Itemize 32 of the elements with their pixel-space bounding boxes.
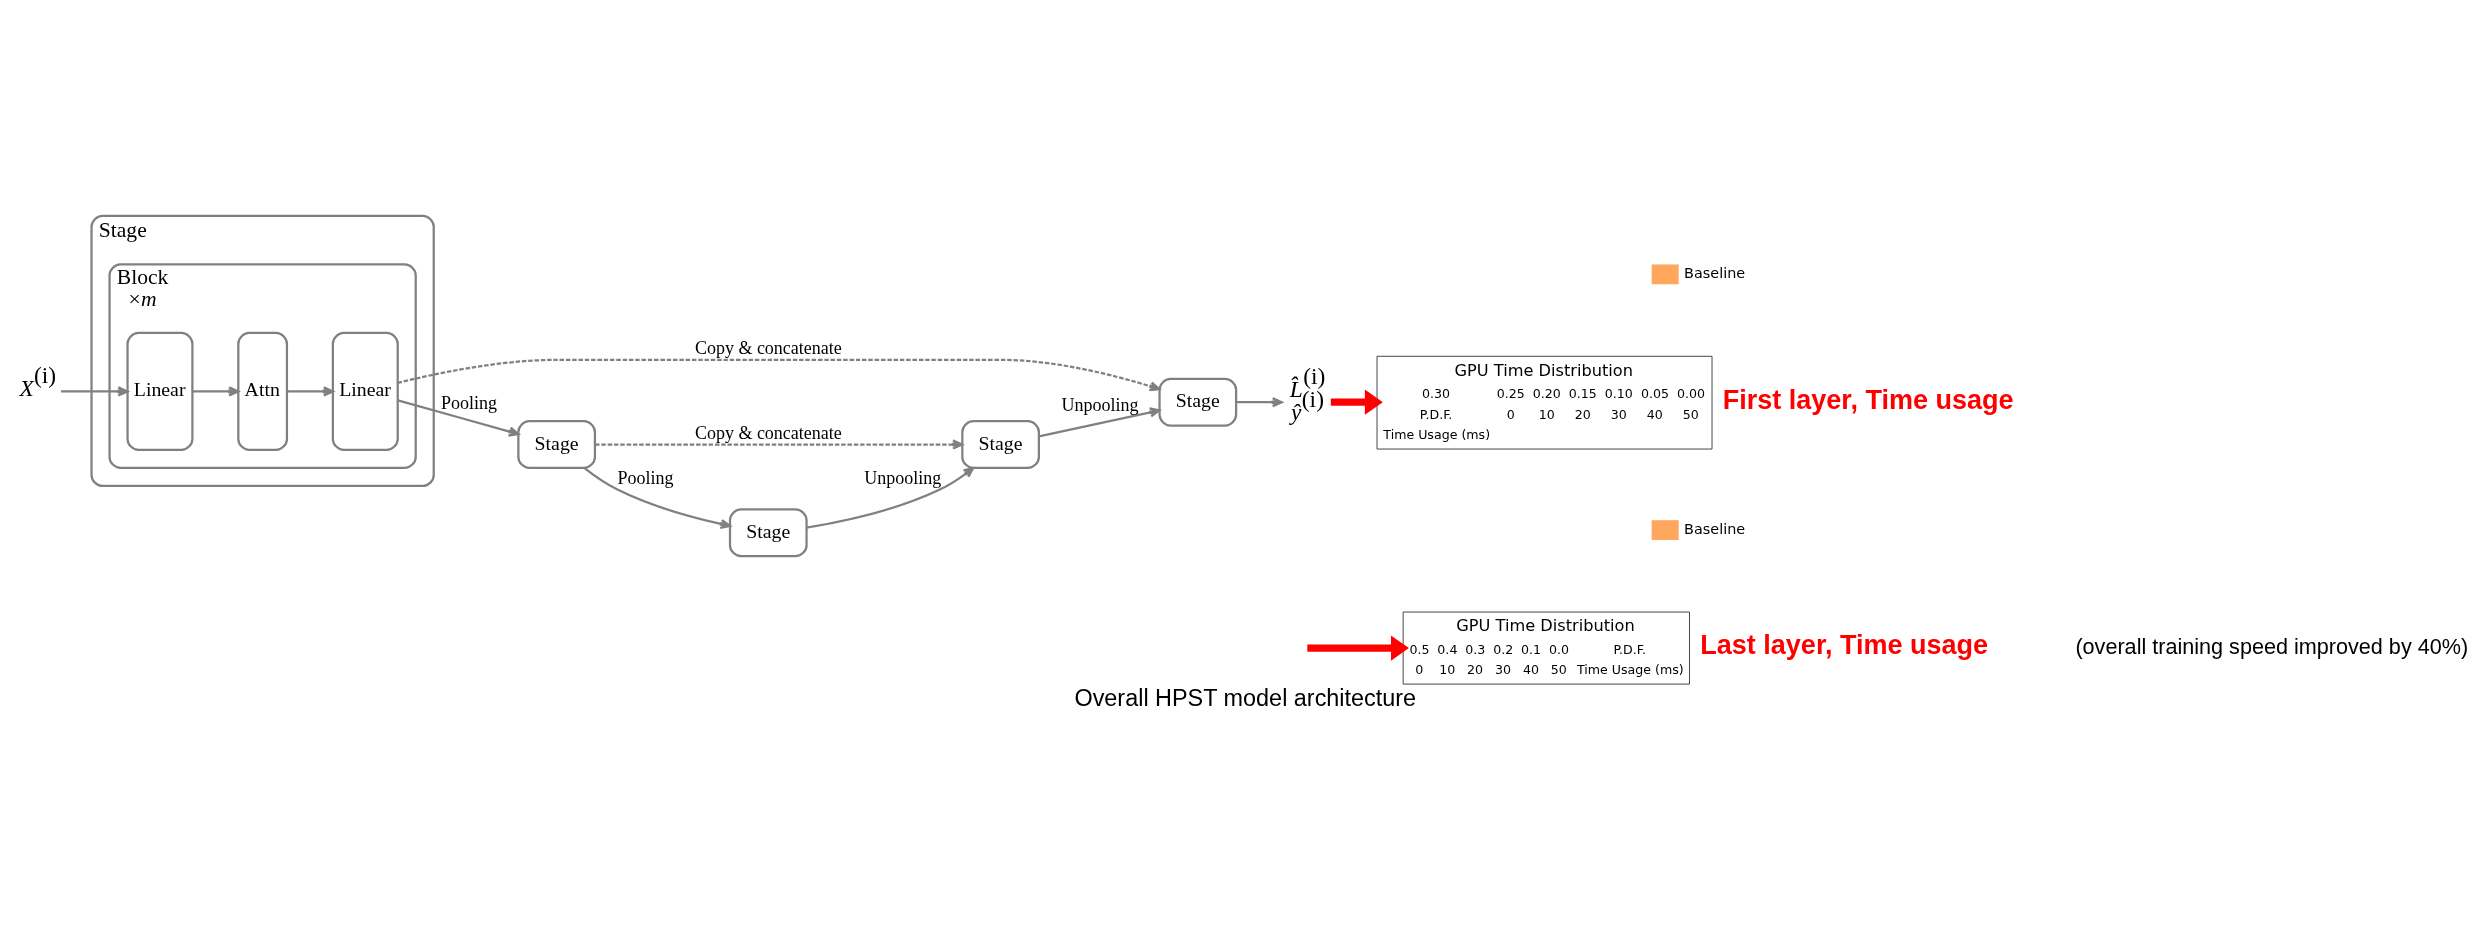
legend-label: Baseline [1684,520,1746,537]
arrow [595,438,964,450]
arrow [1236,396,1283,407]
node-box: Stage [1158,377,1238,427]
arrow [583,466,732,529]
arrow [806,466,975,529]
edge-label: Pooling [440,392,497,413]
node-label: Last layer, Time usage [1700,629,1988,660]
arrow [1330,389,1383,415]
node-box: Attn [237,331,289,451]
node-box: GPU Time Distribution 0.5 0.4 0.3 0.2 0.1 0.0 P.D.F. 0 10 20 30 40 50 Time Usage (ms) [1402,611,1690,685]
edge-label: Unpooling [1061,394,1139,415]
legend-label: Baseline [1684,264,1746,281]
edge-label: Unpooling [864,467,942,488]
arrow [192,385,240,397]
caption: Overall HPST model architecture [1074,684,1417,711]
arrow [60,385,129,397]
node-box: Linear [331,331,399,451]
arrow [397,398,520,437]
node-box: Stage [517,419,597,469]
node-box: Stage [961,419,1040,469]
arrow [287,385,334,397]
node-box: GPU Time Distribution 0.30 0.25 0.20 0.15 0.10 0.05 0.00 P.D.F. 0 10 20 30 40 50 Time Usage (ms) [1376,355,1713,449]
node-box: Stage [728,507,808,557]
arrow [1038,406,1161,438]
node-box: Linear [126,331,194,451]
edge-label: Pooling [617,467,674,488]
edge-label: Copy & concatenate [694,337,842,358]
node-label: First layer, Time usage [1722,384,2014,415]
label: (overall training speed improved by 40%) [2075,633,2469,659]
edge-label: Copy & concatenate [694,422,842,443]
arrow [397,358,1161,391]
